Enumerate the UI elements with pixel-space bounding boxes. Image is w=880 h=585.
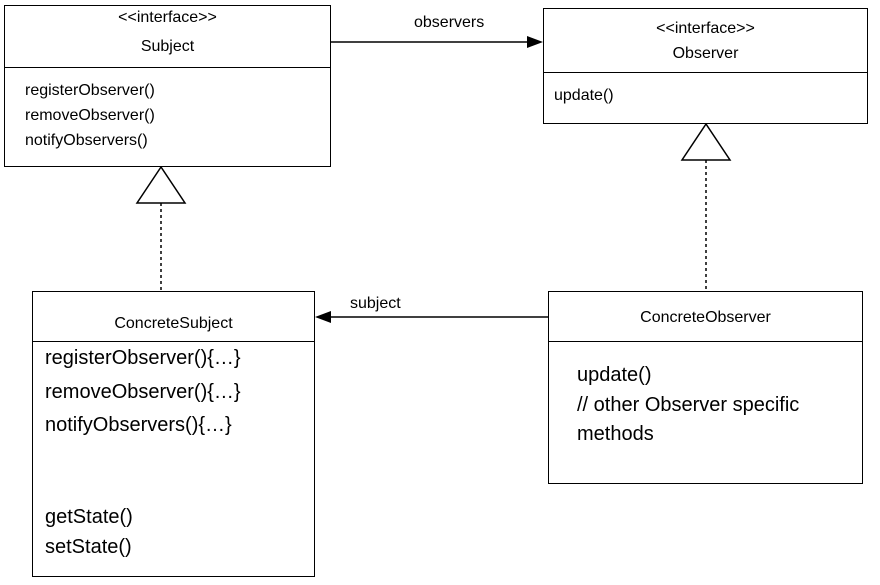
concrete-observer-method-update: update() [577, 364, 652, 386]
subject-method-remove: removeObserver() [25, 107, 155, 124]
observer-method-update: update() [554, 87, 614, 104]
observers-association-label: observers [414, 14, 485, 31]
concrete-observer-header: ConcreteObserver [549, 292, 862, 342]
observer-name: Observer [672, 45, 739, 62]
concrete-subject-method-setstate: setState() [45, 536, 132, 558]
concrete-subject-box: ConcreteSubject registerObserver(){…} re… [32, 291, 315, 577]
subject-arrowhead [315, 311, 331, 323]
subject-method-register: registerObserver() [25, 82, 155, 99]
subject-name: Subject [140, 38, 195, 55]
concrete-subject-method-remove: removeObserver(){…} [45, 381, 241, 403]
concrete-subject-header: ConcreteSubject [33, 292, 314, 342]
concrete-observer-box: ConcreteObserver update() // other Obser… [548, 291, 863, 484]
observer-realization-triangle [680, 122, 732, 161]
subject-method-notify: notifyObservers() [25, 132, 148, 149]
concrete-observer-name: ConcreteObserver [640, 309, 771, 326]
subject-association-label: subject [350, 295, 401, 312]
subject-header: <<interface>> Subject [5, 6, 330, 68]
concrete-subject-method-notify: notifyObservers(){…} [45, 414, 232, 436]
observers-arrowhead [527, 36, 543, 48]
observer-stereotype: <<interface>> [656, 20, 755, 37]
subject-interface-box: <<interface>> Subject registerObserver()… [4, 5, 331, 167]
concrete-observer-comment: // other Observer specific [577, 394, 800, 416]
concrete-subject-method-register: registerObserver(){…} [45, 347, 241, 369]
concrete-observer-comment-cont: methods [577, 423, 654, 445]
concrete-subject-name: ConcreteSubject [114, 315, 233, 332]
observer-interface-box: <<interface>> Observer update() [543, 8, 868, 124]
observer-header: <<interface>> Observer [544, 9, 867, 73]
subject-stereotype: <<interface>> [118, 9, 217, 26]
concrete-subject-method-getstate: getState() [45, 506, 133, 528]
subject-realization-triangle [135, 165, 187, 204]
